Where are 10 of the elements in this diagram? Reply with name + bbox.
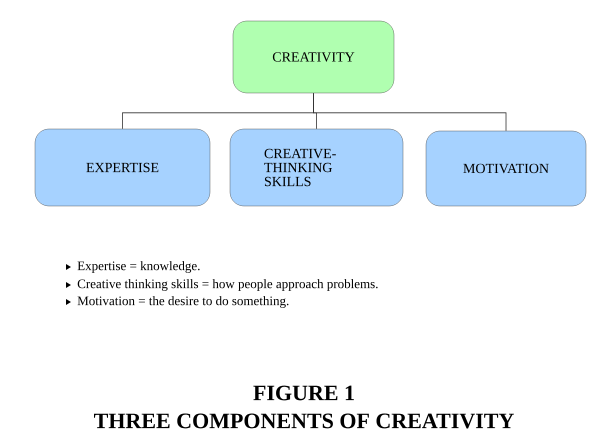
connector-line (313, 92, 506, 132)
bullet-item: Motivation = the desire to do something. (66, 296, 288, 308)
bullet-item: Creative thinking skills = how people approach problems. (66, 279, 378, 291)
process-box: CREATIVITY (232, 20, 394, 94)
bullet-item: Expertise = knowledge. (66, 261, 200, 273)
figure-caption: THREE COMPONENTS OF CREATIVITY (94, 414, 514, 428)
process-box: EXPERTISE (34, 128, 210, 206)
figure-title: FIGURE 1 (253, 386, 354, 400)
process-box: CREATIVE- THINKING SKILLS (230, 128, 404, 206)
process-box: MOTIVATION (426, 130, 586, 206)
